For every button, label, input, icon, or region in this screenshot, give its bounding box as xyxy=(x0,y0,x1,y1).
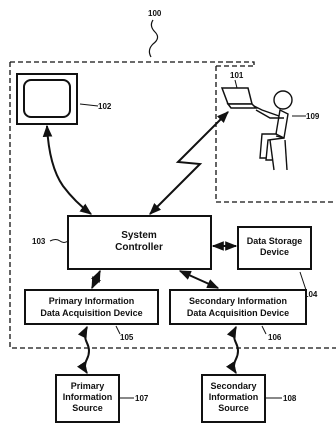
system-boundary xyxy=(9,61,336,349)
ref-105-leader xyxy=(115,325,121,335)
secondary-source-link xyxy=(226,325,239,374)
system-controller-line2: Controller xyxy=(115,242,163,253)
ref-101-leader xyxy=(234,79,238,89)
secondary-acquisition-line2: Data Acquisition Device xyxy=(187,308,289,318)
ref-109: 109 xyxy=(306,112,320,121)
data-storage-box xyxy=(237,226,312,270)
ref-100: 100 xyxy=(148,9,162,18)
primary-source-line3: Source xyxy=(72,403,103,413)
primary-acquisition-line2: Data Acquisition Device xyxy=(40,308,142,318)
ref-102: 102 xyxy=(98,102,112,111)
secondary-acquisition-box xyxy=(169,289,307,325)
primary-source-box xyxy=(55,374,120,423)
primary-source-line2: Information xyxy=(63,392,113,402)
secondary-source-line2: Information xyxy=(209,392,259,402)
user-icon xyxy=(253,90,293,171)
system-controller-line1: System xyxy=(121,230,157,241)
laptop-icon xyxy=(220,87,258,109)
primary-acquisition-box xyxy=(24,289,159,325)
secondary-source-box xyxy=(201,374,266,423)
ref-104-leader xyxy=(299,271,307,291)
ref-103: 103 xyxy=(32,237,46,246)
ref-105: 105 xyxy=(120,333,134,342)
ref-106-leader xyxy=(261,325,267,335)
wireless-link xyxy=(149,111,229,215)
ref-106: 106 xyxy=(268,333,282,342)
ref-107: 107 xyxy=(135,394,149,403)
controller-primary-acq-link xyxy=(91,269,101,290)
ref-102-leader xyxy=(79,103,99,107)
data-storage-line2: Device xyxy=(260,247,289,257)
secondary-source-line3: Source xyxy=(218,403,249,413)
primary-acquisition-line1: Primary Information xyxy=(49,296,135,306)
ref-108: 108 xyxy=(283,394,297,403)
secondary-acquisition-line1: Secondary Information xyxy=(189,296,287,306)
ref-104: 104 xyxy=(304,290,318,299)
primary-source-link xyxy=(77,325,90,374)
ref-103-leader xyxy=(49,239,69,243)
controller-secondary-acq-link xyxy=(178,270,220,289)
primary-source-line1: Primary xyxy=(71,381,105,391)
system-controller-box xyxy=(67,215,212,270)
secondary-source-line1: Secondary xyxy=(210,381,256,391)
data-storage-line1: Data Storage xyxy=(247,236,303,246)
ref-101: 101 xyxy=(230,71,244,80)
ref-100-leader xyxy=(148,19,159,58)
display-controller-link xyxy=(42,124,92,215)
display-icon xyxy=(16,73,78,125)
